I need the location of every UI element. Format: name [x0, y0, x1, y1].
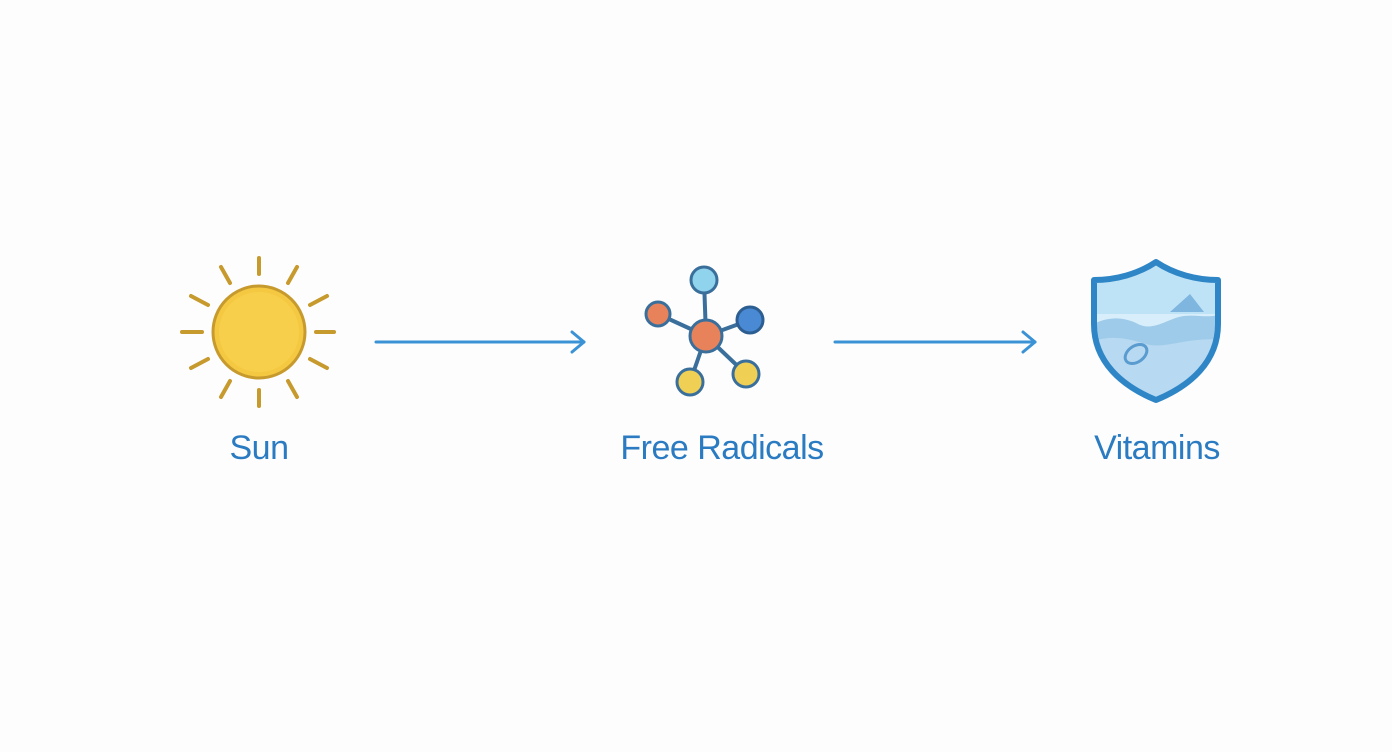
molecule-icon [644, 265, 765, 397]
node-label-free-radicals: Free Radicals [620, 429, 824, 467]
arrow-sun-to-free-radicals [374, 330, 586, 354]
sun-icon [180, 256, 336, 408]
shield-icon [1091, 259, 1221, 403]
node-label-sun: Sun [229, 429, 290, 467]
arrow-free-radicals-to-vitamins [833, 330, 1037, 354]
node-label-vitamins: Vitamins [1094, 429, 1220, 467]
